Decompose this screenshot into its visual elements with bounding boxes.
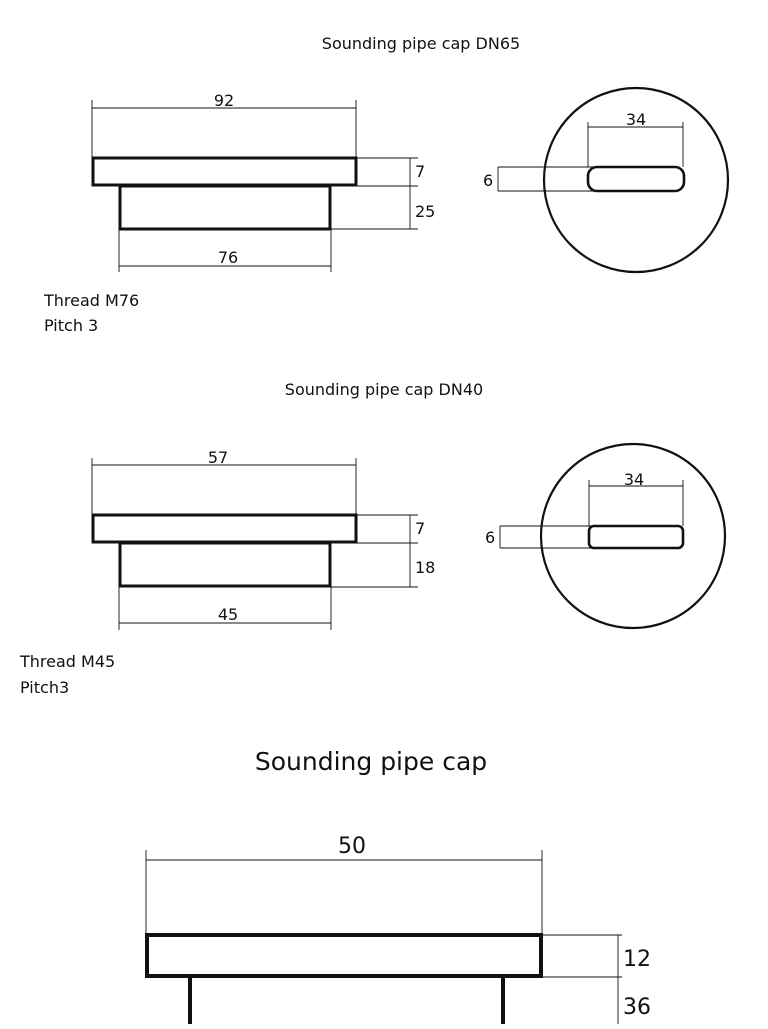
dn40-top-height-label: 7 [415,519,425,538]
dn65-thread-note: Thread M76 [43,291,139,310]
dn40-cap-flange [91,513,358,544]
dn65-slot [586,165,686,193]
dn65-cap-body [118,184,332,231]
drawing-generic-title: Sounding pipe cap [255,747,487,776]
dn40-slot-width-label: 34 [624,470,644,489]
dn65-body-width-label: 76 [218,248,238,267]
dn40-thread-note: Thread M45 [19,652,115,671]
dn65-slot-height-label: 6 [483,171,493,190]
generic-body-height-label: 36 [623,995,651,1020]
dn65-top-height-label: 7 [415,162,425,181]
dn40-pitch-note: Pitch3 [20,678,69,697]
generic-cap-flange [145,933,543,978]
dn40-body-width-label: 45 [218,605,238,624]
drawing-dn40: Sounding pipe cap DN40 57 7 18 45 Thread… [19,380,727,697]
drawing-dn65-title: Sounding pipe cap DN65 [322,34,520,53]
dn40-slot-height-label: 6 [485,528,495,547]
dn40-top-width-label: 57 [208,448,228,467]
dn40-cap-body [118,541,332,588]
drawing-dn65: Sounding pipe cap DN65 92 7 25 76 Thread… [43,34,730,335]
drawing-generic: Sounding pipe cap 50 12 36 [145,747,651,1024]
dn65-pitch-note: Pitch 3 [44,316,98,335]
dn65-slot-width-label: 34 [626,110,646,129]
dn65-top-width-label: 92 [214,91,234,110]
generic-top-height-label: 12 [623,947,651,972]
dn65-body-height-label: 25 [415,202,435,221]
drawing-dn40-title: Sounding pipe cap DN40 [285,380,483,399]
dn40-body-height-label: 18 [415,558,435,577]
dn65-cap-flange [91,156,358,187]
dn40-slot [587,524,685,550]
generic-top-width-label: 50 [338,834,366,859]
